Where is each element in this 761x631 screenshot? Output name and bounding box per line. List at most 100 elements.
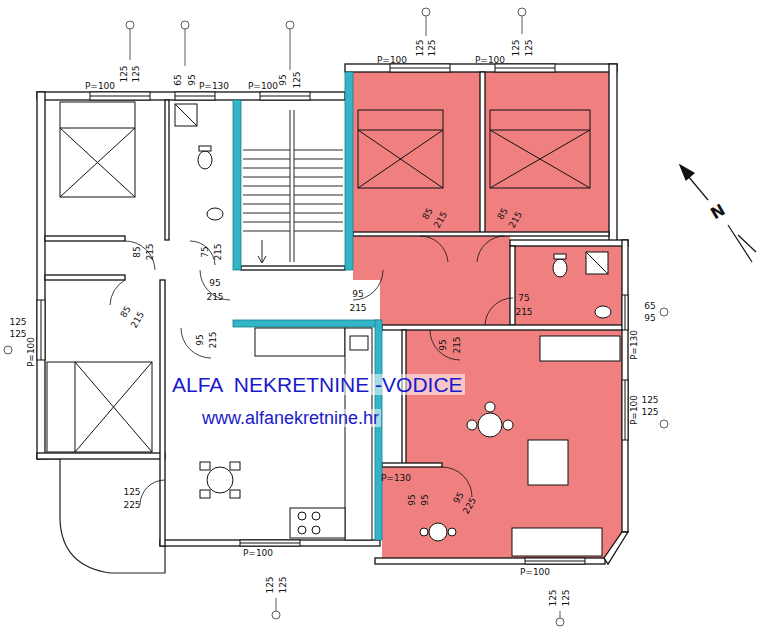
dimension-label: 95 [644,314,655,323]
bed [358,130,443,188]
wall [382,325,622,330]
leader-line [660,420,668,428]
dimension-label: 125 [9,330,26,339]
dimension-label: 125 [512,39,521,56]
dimension-label: 215 [433,210,449,229]
bed [47,102,590,452]
leader-line [422,8,430,16]
stairs [243,213,290,214]
north-arrow [738,235,756,252]
bathroom-fixture [175,104,197,126]
dimension-label: 125 [525,39,534,56]
dimension-label: 95 [439,339,448,350]
bathroom-fixture [554,254,566,259]
door-swing [110,280,125,305]
dimension-label: 125 [266,576,275,593]
leader-line [290,29,291,70]
furniture [429,523,447,541]
watermark: www.alfanekretnine.hr [200,409,381,427]
wall [402,330,406,465]
stairs [243,110,343,263]
pink-apartment [353,72,480,235]
dimension-label: P=100 [27,337,36,367]
wall [604,532,628,564]
leader-line [181,21,189,29]
wall [375,558,605,564]
stairs [243,177,290,178]
dimension-label: P=130 [199,82,229,91]
door-swing [420,236,448,262]
highlighted-wall [233,72,382,540]
bathroom-fixture [175,104,197,126]
bathroom-fixture [586,252,608,274]
furniture [503,420,513,430]
door-swing [353,270,383,300]
highlighted-wall [345,72,353,270]
leader-line [660,308,668,316]
furniture [512,528,602,556]
watermark: ALFA NEKRETNINE -VODICE [170,374,465,395]
highlighted-wall [375,320,382,540]
leader-line [4,346,12,354]
leader-line [518,8,526,16]
bathroom-fixture [198,151,212,169]
wall [160,280,165,546]
bathroom-fixture [199,146,211,151]
dimension-label: 75 [518,294,529,303]
stairs [294,177,343,178]
bed [490,130,590,131]
furniture [230,462,240,470]
dimension-label: P=100 [377,56,407,65]
dimension-label: 215 [453,336,462,353]
dimension-label: 125 [641,408,658,417]
dimension-label: 215 [515,308,532,317]
door-swing [125,241,155,270]
furniture [448,528,456,536]
pink-apartment [353,235,510,325]
stairs [243,222,290,223]
window [495,68,555,69]
leader-line [556,618,564,626]
window [525,561,585,562]
wall [609,64,617,244]
window [41,300,42,360]
north-label: N [708,202,728,223]
window [390,64,450,72]
wall [37,92,345,100]
window [37,300,45,360]
door-swing [181,328,211,358]
stairs [258,256,266,263]
door-swing [110,236,513,505]
furniture [255,328,345,356]
leader-line [185,29,186,66]
dimension-label: 125 [641,396,658,405]
bed [358,130,443,188]
bed [75,362,76,452]
terrace [45,459,165,573]
window [622,295,628,330]
dimension-label: 125 [416,39,425,56]
dimension-label: 95 [279,74,288,85]
wall [45,275,125,280]
pink-apartment [382,330,622,558]
dimension-label: 125 [549,589,558,606]
highlighted-wall [233,100,241,270]
bathroom-fixture [175,104,611,318]
wall [45,236,125,241]
bed [490,130,590,188]
stairs [243,150,290,151]
bathroom-fixture [207,208,223,220]
stairs [294,222,343,223]
stairs [243,195,290,196]
stairs [294,186,343,187]
furniture [207,467,233,493]
furniture [345,328,372,540]
dimension-label: 95 [196,334,205,345]
dimension-label: 85 [133,246,142,257]
wall [510,240,628,246]
dimension-label: 125 [428,39,437,56]
dimension-label: P=130 [630,330,639,360]
wall [37,92,45,459]
window [260,92,310,100]
door-swing [477,236,505,262]
